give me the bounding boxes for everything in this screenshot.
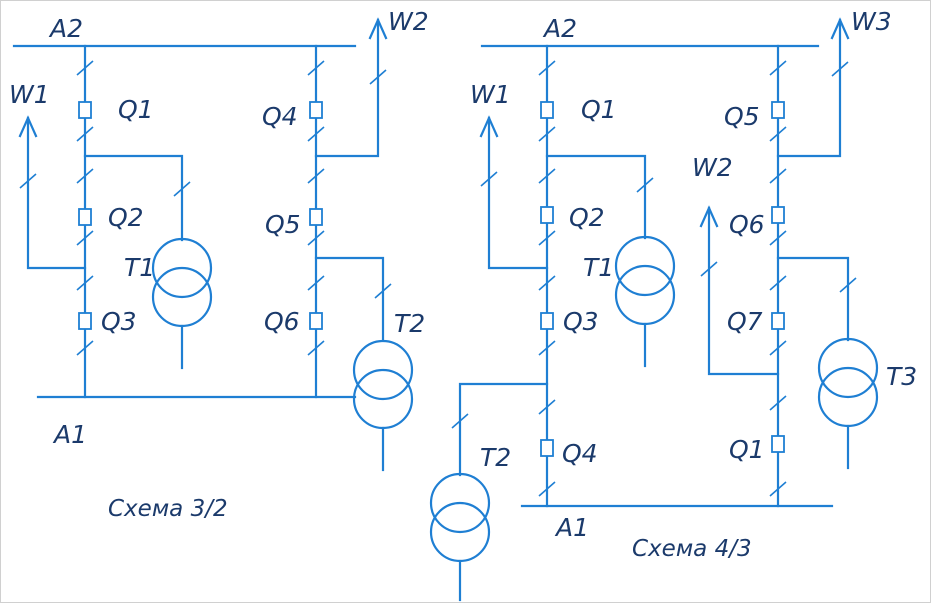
label-q5-left: Q5: [265, 210, 301, 239]
arrow-w2-right-icon: [699, 205, 719, 228]
label-a1-left: A1: [52, 420, 87, 449]
breaker-q4-left: [309, 101, 323, 119]
feeder-w2-left: [314, 18, 380, 158]
transformer-t3-right-icon: [817, 337, 879, 428]
label-q1-left: Q1: [118, 95, 154, 124]
label-w3-right: W3: [851, 7, 892, 36]
label-a2-right: A2: [542, 14, 577, 43]
breaker-q6-right: [771, 206, 785, 224]
caption-scheme-3-2: Схема 3/2: [108, 496, 228, 522]
label-w1-left: W1: [9, 80, 50, 109]
label-q3-left: Q3: [101, 307, 137, 336]
transformer-t1-left-icon: [151, 237, 213, 328]
label-q7-right: Q7: [727, 307, 763, 336]
label-t2-left: T2: [394, 309, 425, 338]
label-w2-left: W2: [388, 7, 429, 36]
label-t1-left: T1: [124, 253, 155, 282]
transformer-t2-right-icon: [429, 472, 491, 563]
tap-t1-right: [545, 154, 647, 240]
transformer-t1-right-icon: [614, 235, 676, 326]
label-a2-left: A2: [48, 14, 83, 43]
disconnector-ticks-left: [19, 60, 392, 356]
transformer-t2-left-icon: [352, 339, 414, 430]
breaker-q1-left: [78, 101, 92, 119]
breaker-q5-left: [309, 208, 323, 226]
feeder-w1-left: [26, 116, 87, 270]
disconnector-ticks-right: [451, 60, 857, 497]
breaker-q3-left: [78, 312, 92, 330]
breaker-q5-right: [771, 101, 785, 119]
label-q3-right: Q3: [563, 307, 599, 336]
label-w2-right: W2: [692, 153, 733, 182]
tap-t2-right: [458, 382, 549, 477]
label-t2-right: T2: [480, 443, 511, 472]
scheme-4-3: A2 A1 W1 W2 W3 Q1 Q1 Q2 Q3 Q4 Q5 Q6 Q7 T…: [429, 7, 917, 602]
caption-scheme-4-3: Схема 4/3: [632, 536, 752, 562]
arrow-w1-left-icon: [18, 115, 38, 138]
label-a1-right: A1: [554, 513, 589, 542]
tap-t2-left: [314, 256, 385, 342]
label-q2-right: Q2: [569, 203, 605, 232]
feeder-w1-right: [487, 116, 549, 270]
breaker-q1-right-top: [540, 101, 554, 119]
breaker-q2-left: [78, 208, 92, 226]
breaker-q1-right-bottom: [771, 435, 785, 453]
arrow-w3-right-icon: [830, 17, 850, 40]
label-q1-right-top: Q1: [581, 95, 617, 124]
scheme-3-2: A2 A1 W1 W2 Q1 Q2 Q3 Q4 Q5 Q6 T1 T2 Схем…: [9, 7, 429, 522]
tap-t1-left: [83, 154, 184, 242]
label-q4-right: Q4: [562, 439, 598, 468]
label-w1-right: W1: [470, 80, 511, 109]
tap-t3-right: [776, 256, 850, 342]
label-q6-left: Q6: [264, 307, 300, 336]
label-q2-left: Q2: [108, 203, 144, 232]
label-t1-right: T1: [583, 253, 614, 282]
label-t3-right: T3: [886, 362, 917, 391]
breaker-q6-left: [309, 312, 323, 330]
label-q4-left: Q4: [262, 102, 298, 131]
label-q5-right: Q5: [724, 102, 760, 131]
feeder-w2-right: [707, 206, 780, 376]
label-q6-right: Q6: [729, 210, 765, 239]
breaker-q2-right: [540, 206, 554, 224]
label-q1-right-bottom: Q1: [729, 435, 765, 464]
breaker-q3-right: [540, 312, 554, 330]
breaker-q7-right: [771, 312, 785, 330]
breaker-q4-right: [540, 439, 554, 457]
arrow-w1-right-icon: [479, 115, 499, 138]
feeder-w3-right: [776, 18, 842, 158]
arrow-w2-left-icon: [368, 17, 388, 40]
